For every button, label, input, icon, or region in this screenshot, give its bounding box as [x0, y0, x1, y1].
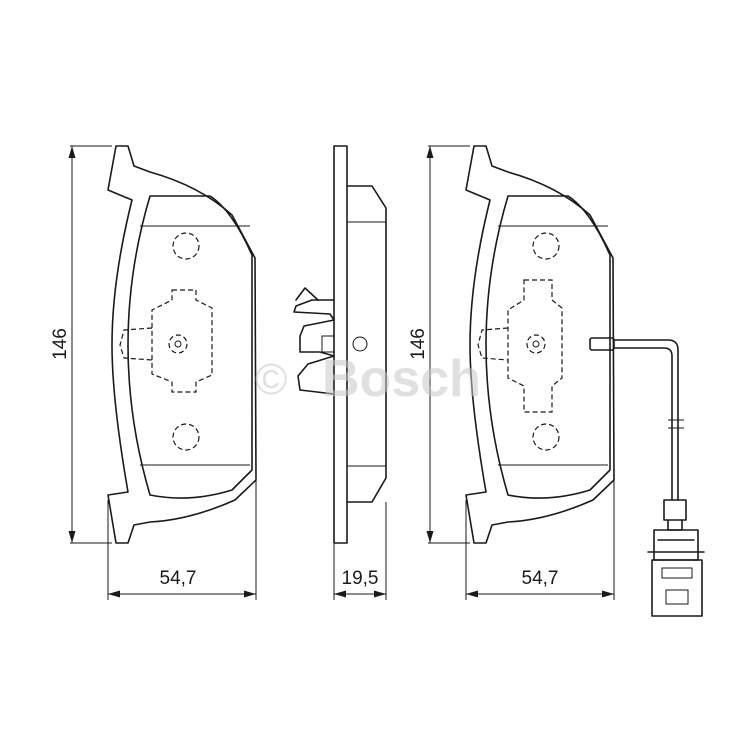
left-pad-upper-rivet — [172, 232, 200, 260]
bosch-watermark: © Bosch — [255, 350, 481, 408]
wear-sensor-connector-plug — [651, 559, 703, 617]
right-pad-friction-material — [485, 195, 611, 499]
left-width-label: 54,7 — [160, 568, 197, 589]
side-view-friction-block — [346, 185, 387, 503]
left-pad-side-lug — [119, 327, 153, 361]
thickness-label: 19,5 — [342, 568, 379, 589]
watermark-copyright-symbol: © — [255, 355, 287, 404]
wear-sensor — [589, 337, 705, 617]
side-view — [293, 145, 387, 544]
wear-sensor-probe — [589, 337, 615, 351]
right-width-label: 54,7 — [522, 568, 559, 589]
wear-sensor-cable — [613, 339, 679, 501]
thickness-dimension: 19,5 — [333, 502, 387, 600]
side-view-spring-clip — [293, 299, 335, 395]
right-height-dimension: 146 — [408, 145, 470, 544]
left-pad-center-hole — [168, 334, 188, 354]
left-pad-lower-rivet — [172, 423, 200, 451]
wear-sensor-connector-housing — [647, 529, 705, 561]
right-width-dimension: 54,7 — [465, 480, 615, 600]
right-pad-upper-rivet — [532, 232, 560, 260]
wear-sensor-strain-relief — [663, 499, 687, 531]
right-pad-backing-plate — [465, 145, 615, 544]
right-pad-center-clip — [507, 279, 563, 413]
left-height-dimension: 146 — [50, 145, 112, 544]
side-view-pin — [352, 336, 368, 352]
left-pad-backing-plate — [107, 145, 257, 544]
left-pad-friction-material — [127, 195, 253, 499]
left-width-dimension: 54,7 — [107, 480, 257, 600]
left-pad-center-clip — [151, 289, 213, 393]
right-height-label: 146 — [408, 328, 429, 360]
watermark-brand-text: Bosch — [322, 350, 481, 408]
left-pad — [107, 145, 257, 544]
left-height-label: 146 — [50, 328, 71, 360]
right-pad-lower-rivet — [532, 423, 560, 451]
left-pad-center-dot — [174, 340, 182, 348]
side-view-backing-plate — [333, 145, 348, 544]
right-pad-center-hole — [526, 334, 546, 354]
right-pad — [465, 145, 615, 544]
